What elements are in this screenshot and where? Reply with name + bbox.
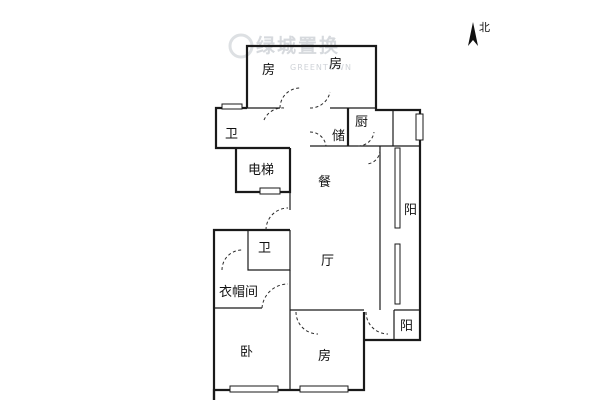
window-bedroom-bottom: [299, 385, 349, 393]
door-top-bath: [263, 107, 285, 121]
window-elevator: [259, 187, 281, 195]
label-living: 厅: [321, 254, 334, 269]
door-dining-left: [265, 207, 289, 231]
door-kitchen: [357, 131, 375, 147]
door-bedroom-bottom: [295, 311, 319, 335]
door-swings: [221, 87, 389, 335]
north-arrow-icon: [468, 22, 478, 46]
label-dining: 餐: [318, 174, 331, 190]
window-top-bath: [221, 103, 243, 110]
north-compass: 北: [468, 21, 490, 46]
wall-mid-bath: [247, 230, 291, 271]
door-cloakroom: [261, 283, 289, 309]
windows: [221, 103, 424, 393]
window-balcony-lower: [394, 243, 401, 305]
label-bedroom-bottom: 房: [318, 348, 331, 364]
window-master: [229, 385, 279, 393]
window-balcony-upper: [394, 147, 401, 229]
wall-left-middle: [212, 228, 290, 400]
wall-bottom: [212, 312, 366, 400]
door-balcony-right: [365, 149, 381, 165]
label-storage: 储: [332, 129, 345, 144]
label-bathroom-top: 卫: [225, 127, 238, 142]
label-bedroom-top-right: 房: [329, 56, 342, 72]
door-storage: [309, 131, 327, 147]
label-bedroom-top: 房: [262, 62, 275, 78]
label-balcony-right: 阳: [404, 203, 417, 218]
wall-top-bedroom: [245, 44, 378, 108]
north-label: 北: [479, 21, 490, 34]
label-bathroom-mid: 卫: [258, 241, 271, 256]
window-kitchen: [415, 113, 424, 141]
walls: [212, 44, 422, 400]
door-balcony-bottom: [365, 311, 389, 335]
wall-kitchen-top: [374, 108, 422, 146]
label-balcony-bottom: 阳: [400, 319, 413, 334]
label-cloakroom: 衣帽间: [219, 284, 258, 300]
watermark-sub: GREENTOWN: [290, 63, 352, 72]
door-mid-bath: [221, 249, 243, 271]
label-kitchen: 厨: [355, 115, 368, 130]
door-top-bedroom: [279, 87, 301, 109]
door-top-bedroom-right: [309, 91, 331, 109]
wall-right: [364, 146, 422, 342]
label-master-bedroom: 卧: [240, 345, 253, 360]
label-elevator: 电梯: [248, 163, 274, 178]
